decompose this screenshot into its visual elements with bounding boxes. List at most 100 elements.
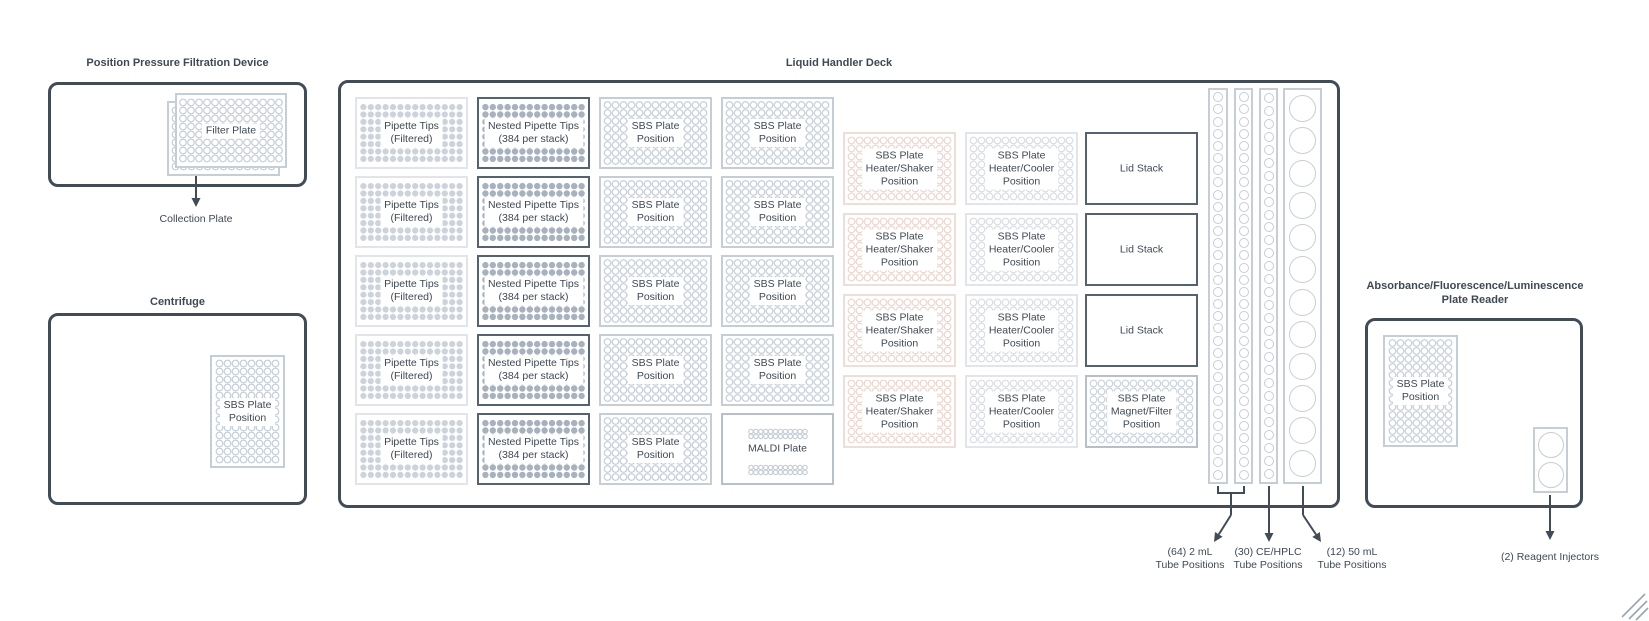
tube-well	[1213, 457, 1223, 468]
tube-well	[1213, 469, 1223, 480]
sbs-plate-position-b-2: SBS Plate Position	[721, 176, 834, 248]
tube-well	[1263, 261, 1274, 272]
tube-well	[1238, 201, 1249, 212]
tube-well	[1263, 455, 1274, 466]
tube-well	[1213, 396, 1223, 407]
reader-sbs-plate: SBS Plate Position	[1383, 335, 1458, 447]
tube-well	[1213, 432, 1223, 443]
tube-well	[1289, 256, 1316, 284]
nested-pipette-tips-1: Nested Pipette Tips (384 per stack)	[477, 97, 590, 169]
pipette-tips-filtered-1-label: Pipette Tips (Filtered)	[380, 119, 443, 147]
tube-well	[1238, 299, 1249, 310]
sbs-plate-position-a-5-label: SBS Plate Position	[627, 435, 684, 463]
tube-well	[1238, 347, 1249, 358]
tube-well	[1289, 288, 1316, 316]
tube-well	[1238, 140, 1249, 151]
sbs-heater-cooler-4-label: SBS Plate Heater/Cooler Position	[984, 391, 1059, 432]
pipette-tips-filtered-4: Pipette Tips (Filtered)	[355, 334, 468, 406]
pipette-tips-filtered-2-label: Pipette Tips (Filtered)	[380, 198, 443, 226]
sbs-plate-position-b-1-label: SBS Plate Position	[749, 119, 806, 147]
nested-pipette-tips-5: Nested Pipette Tips (384 per stack)	[477, 413, 590, 485]
sbs-plate-position-b-3-label: SBS Plate Position	[749, 277, 806, 305]
tube-well	[1238, 286, 1249, 297]
nested-pipette-tips-5-label: Nested Pipette Tips (384 per stack)	[483, 435, 584, 463]
tube-well	[1213, 372, 1223, 383]
pipette-tips-filtered-3-label: Pipette Tips (Filtered)	[380, 277, 443, 305]
tube-well	[1238, 384, 1249, 395]
tube-well	[1238, 323, 1249, 334]
tube-well	[1263, 287, 1274, 298]
callout-cehplc-tube-positions: (30) CE/HPLC Tube Positions	[1233, 546, 1303, 571]
tube-well	[1263, 131, 1274, 142]
tube-well	[1213, 445, 1223, 456]
filtration-device-title: Position Pressure Filtration Device	[86, 57, 269, 69]
tube-well	[1238, 457, 1249, 468]
tube-well	[1213, 323, 1223, 334]
tube-well	[1213, 408, 1223, 419]
nested-pipette-tips-4-label: Nested Pipette Tips (384 per stack)	[483, 356, 584, 384]
tube-well	[1213, 384, 1223, 395]
tube-well	[1213, 262, 1223, 273]
callout-50ml-tube-positions: (12) 50 mL Tube Positions	[1317, 546, 1387, 571]
tube-well	[1263, 118, 1274, 129]
tube-well	[1238, 372, 1249, 383]
lid-stack-2-label: Lid Stack	[1115, 242, 1168, 257]
tube-well	[1289, 352, 1316, 380]
tube-well	[1238, 165, 1249, 176]
tube-well	[1289, 159, 1316, 187]
tube-well	[1263, 248, 1274, 259]
sbs-heater-shaker-3: SBS Plate Heater/Shaker Position	[843, 294, 956, 367]
tube-well	[1213, 359, 1223, 370]
sbs-heater-shaker-2-label: SBS Plate Heater/Shaker Position	[861, 229, 938, 270]
tube-strip-two-ml-b	[1234, 88, 1253, 484]
tube-well	[1213, 299, 1223, 310]
maldi-plate: MALDI Plate	[721, 413, 834, 485]
sbs-plate-position-a-4-label: SBS Plate Position	[627, 356, 684, 384]
tube-well	[1238, 408, 1249, 419]
tube-well	[1213, 335, 1223, 346]
sbs-plate-position-a-1: SBS Plate Position	[599, 97, 712, 169]
tube-well	[1213, 153, 1223, 164]
sbs-heater-shaker-1: SBS Plate Heater/Shaker Position	[843, 132, 956, 205]
tube-well	[1289, 449, 1316, 477]
sbs-plate-position-a-4: SBS Plate Position	[599, 334, 712, 406]
tube-well	[1213, 213, 1223, 224]
tube-well	[1263, 313, 1274, 324]
tube-well	[1213, 238, 1223, 249]
reader-sbs-plate-label: SBS Plate Position	[1392, 377, 1449, 405]
tube-well	[1238, 238, 1249, 249]
centrifuge-title: Centrifuge	[150, 296, 205, 308]
filter-plate-label: Filter Plate	[201, 123, 261, 138]
tube-strip-ce-hplc	[1259, 88, 1278, 484]
tube-well	[1238, 153, 1249, 164]
tube-well	[1213, 420, 1223, 431]
tube-well	[1213, 177, 1223, 188]
sbs-heater-cooler-2: SBS Plate Heater/Cooler Position	[965, 213, 1078, 286]
tube-well	[1213, 104, 1223, 115]
lid-stack-1-label: Lid Stack	[1115, 161, 1168, 176]
nested-pipette-tips-2-label: Nested Pipette Tips (384 per stack)	[483, 198, 584, 226]
nested-pipette-tips-3: Nested Pipette Tips (384 per stack)	[477, 255, 590, 327]
nested-pipette-tips-2: Nested Pipette Tips (384 per stack)	[477, 176, 590, 248]
lid-stack-3-label: Lid Stack	[1115, 323, 1168, 338]
maldi-spot-strip	[746, 427, 810, 446]
sbs-plate-position-a-3: SBS Plate Position	[599, 255, 712, 327]
maldi-spot-strip	[746, 463, 810, 482]
tube-well	[1213, 311, 1223, 322]
tube-well	[1263, 144, 1274, 155]
tube-well	[1238, 177, 1249, 188]
tube-well	[1238, 274, 1249, 285]
sbs-heater-cooler-1: SBS Plate Heater/Cooler Position	[965, 132, 1078, 205]
sbs-plate-position-a-5: SBS Plate Position	[599, 413, 712, 485]
sbs-plate-position-a-2-label: SBS Plate Position	[627, 198, 684, 226]
sbs-plate-position-b-4: SBS Plate Position	[721, 334, 834, 406]
tube-well	[1263, 105, 1274, 116]
tube-well	[1213, 201, 1223, 212]
tube-well	[1289, 95, 1316, 123]
tube-well	[1238, 432, 1249, 443]
callout-reagent-injectors: (2) Reagent Injectors	[1500, 551, 1600, 563]
lid-stack-1: Lid Stack	[1085, 132, 1198, 205]
plate-reader-title: Absorbance/Fluorescence/Luminescence Pla…	[1366, 280, 1584, 306]
tube-well	[1263, 300, 1274, 311]
